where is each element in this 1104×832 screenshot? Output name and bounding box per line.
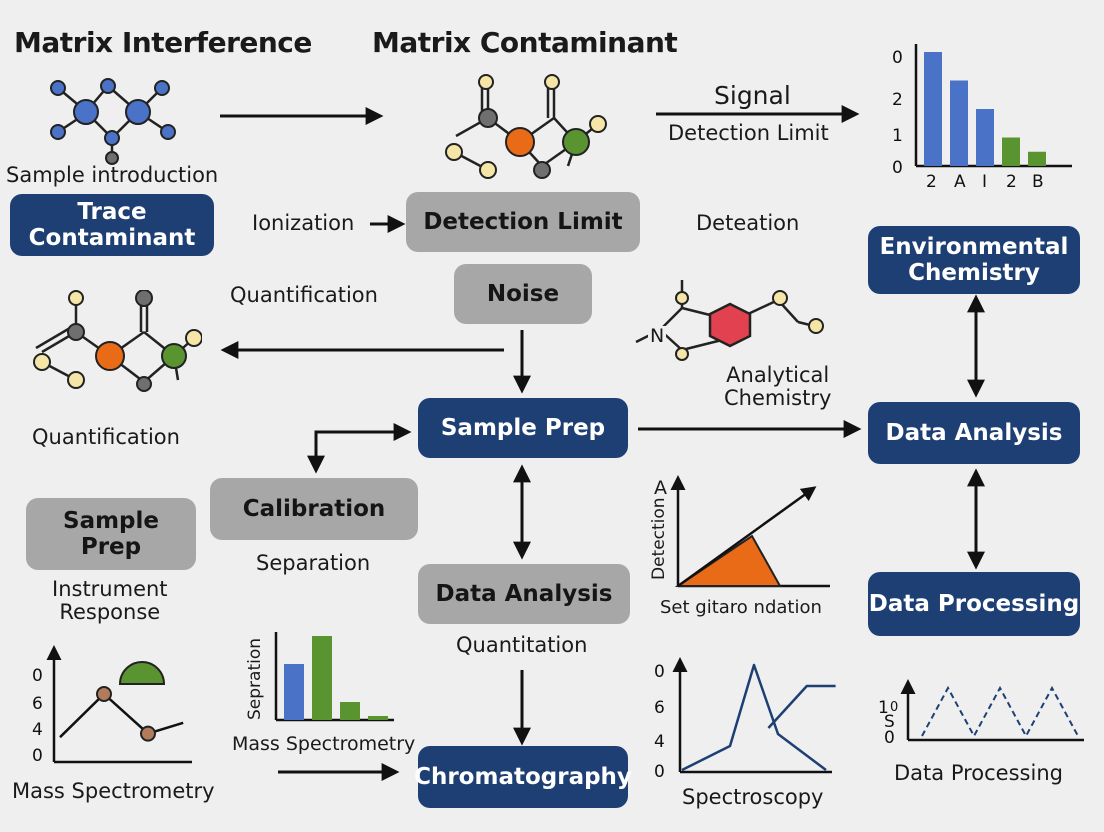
tick-label: 1 <box>892 126 903 146</box>
label-mass-spectrometry-left: Mass Spectrometry <box>12 779 215 803</box>
molecule-orange-green-icon <box>445 74 607 179</box>
axis-label-a: A <box>654 477 667 499</box>
bar-chart-top-right <box>914 44 1072 168</box>
bar <box>1028 151 1046 166</box>
tick-label: 4 <box>654 732 665 752</box>
tick-label: 0 <box>890 700 899 715</box>
tick-label: 0 <box>32 666 43 686</box>
heading-matrix-contaminant: Matrix Contaminant <box>372 26 678 59</box>
category-label: A <box>954 172 966 192</box>
bar <box>950 80 968 166</box>
bar <box>368 716 388 720</box>
molecule-red-ring-icon <box>635 280 824 361</box>
box-environmental-chemistry[interactable]: Environmental Chemistry <box>868 226 1080 294</box>
box-chromatography[interactable]: Chromatography <box>414 746 632 808</box>
label-mass-spectrometry-mid: Mass Spectrometry <box>232 733 416 755</box>
detection-area-chart <box>670 475 830 588</box>
spectroscopy-line-chart <box>672 657 836 774</box>
tick-label: 0 <box>892 158 903 178</box>
mass-spec-bar-chart <box>274 632 394 722</box>
tick-label: 2 <box>892 90 903 110</box>
arrow-loop-to-calibration <box>307 423 412 474</box>
line-chart-bottom-left <box>46 645 192 764</box>
tick-label: 6 <box>654 698 665 718</box>
box-data-processing[interactable]: Data Processing <box>868 572 1080 636</box>
box-data-analysis-grey[interactable]: Data Analysis <box>418 564 630 624</box>
tick-label: 0 <box>884 728 895 748</box>
category-label: I <box>982 172 988 192</box>
data-point <box>96 686 112 702</box>
bar <box>284 664 304 720</box>
box-data-analysis-right[interactable]: Data Analysis <box>868 402 1080 464</box>
box-sample-prep-grey[interactable]: Sample Prep <box>26 498 196 570</box>
box-sample-prep-main[interactable]: Sample Prep <box>418 398 628 458</box>
trend-arrow <box>677 486 817 588</box>
box-detection-limit[interactable]: Detection Limit <box>406 192 640 252</box>
series-line <box>59 692 184 739</box>
label-set-gitaro-ndation: Set gitaro ndation <box>660 597 822 618</box>
label-sample-introduction: Sample introduction <box>6 163 219 187</box>
label-spectroscopy: Spectroscopy <box>682 785 824 809</box>
dashed-wave <box>921 685 1079 739</box>
label-quantification-left: Quantification <box>32 425 180 449</box>
label-signal: Signal <box>714 81 791 110</box>
label-detection-limit: Detection Limit <box>668 121 829 145</box>
tick-label: 4 <box>32 720 43 740</box>
label-data-processing: Data Processing <box>894 761 1063 785</box>
molecule-left-icon <box>33 290 202 392</box>
data-processing-wave-chart <box>900 679 1084 742</box>
series-line-1 <box>681 663 827 772</box>
data-point <box>140 725 156 742</box>
axis-label-sepration: Sepration <box>245 637 265 720</box>
molecule-blue-icon <box>50 78 176 165</box>
tick-label: 6 <box>32 694 43 714</box>
box-trace-contaminant[interactable]: Trace Contaminant <box>10 194 214 256</box>
bar <box>1002 137 1020 166</box>
category-label: 2 <box>926 172 937 192</box>
category-label: B <box>1032 172 1044 192</box>
series-line-2 <box>767 684 836 729</box>
bar <box>924 52 942 166</box>
tick-label: 1 <box>878 698 889 718</box>
bar <box>340 702 360 720</box>
category-label: 2 <box>1006 172 1017 192</box>
bar <box>976 109 994 166</box>
label-separation: Separation <box>256 551 371 575</box>
tick-label: 0 <box>892 48 903 68</box>
heading-matrix-interference: Matrix Interference <box>14 26 312 59</box>
tick-label: 0 <box>654 762 665 782</box>
tick-label: 0 <box>654 662 665 682</box>
area-triangle <box>674 534 782 587</box>
label-quantification-top: Quantification <box>230 283 378 307</box>
tick-label: 0 <box>32 746 43 766</box>
box-calibration[interactable]: Calibration <box>210 478 418 540</box>
box-noise[interactable]: Noise <box>454 264 592 324</box>
label-ionization: Ionization <box>252 211 355 235</box>
label-analytical-chemistry: Analytical Chemistry <box>724 363 832 411</box>
tick-label: S <box>884 712 895 732</box>
label-instrument-response: Instrument Response <box>52 577 168 625</box>
bar <box>312 636 332 720</box>
label-n-atom: N <box>648 325 667 347</box>
label-deteation: Deteation <box>696 211 800 235</box>
label-quantitation: Quantitation <box>456 633 588 657</box>
